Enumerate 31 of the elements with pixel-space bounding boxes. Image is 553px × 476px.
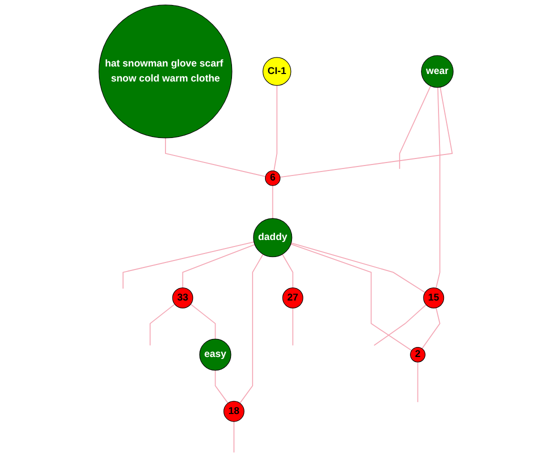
connector [291,242,426,293]
connector [436,86,441,289]
connector [123,242,255,290]
node-circle [410,346,426,362]
connector [150,304,176,346]
node-circle [172,287,194,308]
connector [374,304,427,346]
connector [234,421,235,453]
node-circle [424,287,445,308]
connector [422,307,441,350]
connector [190,304,216,340]
node-circle [254,218,293,258]
node-circle [421,55,454,88]
node-circle [200,338,232,371]
connector [240,254,264,404]
connector [290,244,412,352]
node-circle [282,287,304,308]
connector [272,185,274,219]
connector [280,86,454,178]
connector [165,138,266,177]
node-circle [265,170,281,186]
connector [418,362,419,403]
connector [292,308,294,346]
node-circle [99,4,233,138]
connector [182,244,256,288]
node-circle [224,400,245,422]
connector [282,254,294,288]
connector [274,85,278,172]
node-circle [263,57,292,86]
connector [215,370,229,404]
connector [400,85,432,170]
